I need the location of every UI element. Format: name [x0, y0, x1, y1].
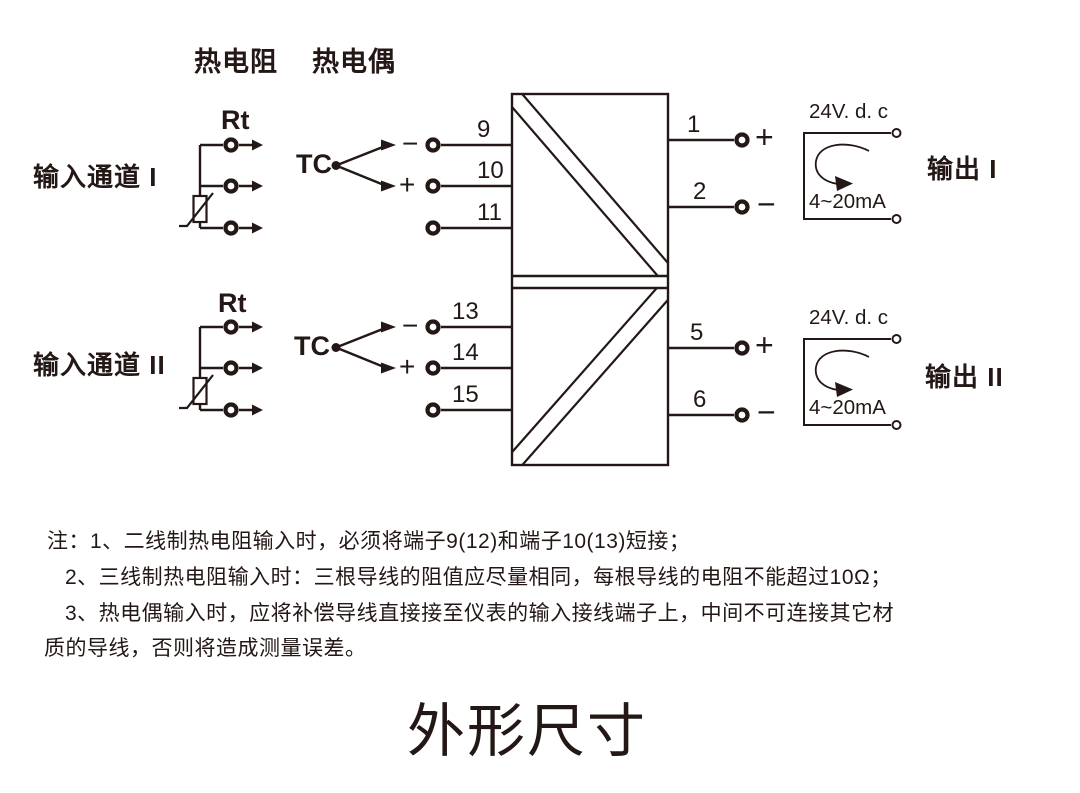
ch2-terminal-6: 6: [693, 386, 707, 413]
ch2-current-label: 4~20mA: [809, 396, 886, 419]
output-wires-ch2: [668, 340, 750, 423]
ch2-supply-label: 24V. d. c: [809, 306, 889, 329]
rtd-symbol-ch1: [179, 137, 263, 236]
ch1-rt-label: Rt: [221, 105, 250, 135]
tc-symbol-ch2: [331, 321, 396, 374]
ch2-tc-pos-sign: +: [399, 351, 416, 382]
isolator-box: [510, 92, 670, 467]
ch1-supply-label: 24V. d. c: [809, 100, 889, 123]
ch1-tc-neg-sign: −: [402, 128, 419, 159]
ch2-out-pos-sign: +: [755, 327, 774, 363]
ch2-rt-label: Rt: [218, 288, 247, 318]
current-direction-arrow-icon: [814, 143, 870, 185]
page-title: 外形尺寸: [406, 699, 647, 764]
rtd-header: 热电阻: [194, 47, 278, 77]
ch2-terminal-14: 14: [452, 339, 479, 366]
output-wires-ch1: [668, 132, 750, 215]
ch2-out-neg-sign: −: [757, 394, 776, 430]
note-line-1: 注：1、二线制热电阻输入时，必须将端子9(12)和端子10(13)短接；: [47, 530, 691, 553]
note-line-2: 2、三线制热电阻输入时：三根导线的阻值应尽量相同，每根导线的电阻不能超过10Ω；: [65, 566, 892, 589]
current-direction-arrow-icon: [814, 349, 870, 391]
ch1-terminal-9: 9: [477, 116, 491, 143]
ch1-tc-label: TC: [296, 149, 332, 179]
ch1-tc-pos-sign: +: [399, 169, 416, 200]
thermocouple-header: 热电偶: [312, 47, 396, 77]
ch1-terminal-10: 10: [477, 157, 504, 184]
ch1-terminal-11: 11: [477, 199, 502, 226]
input-terminals-ch2: [425, 319, 512, 418]
ch2-terminal-15: 15: [452, 381, 479, 408]
ch2-tc-label: TC: [294, 331, 330, 361]
ch1-out-neg-sign: −: [757, 186, 776, 222]
ch1-terminal-1: 1: [687, 111, 701, 138]
ch2-terminal-5: 5: [690, 319, 704, 346]
note-line-3: 3、热电偶输入时，应将补偿导线直接接至仪表的输入接线端子上，中间不可连接其它材: [65, 602, 895, 625]
note-line-4: 质的导线，否则将造成测量误差。: [44, 637, 367, 660]
tc-symbol-ch1: [331, 139, 396, 192]
ch1-input-label: 输入通道 I: [33, 162, 158, 192]
ch1-output-label: 输出 I: [927, 154, 998, 184]
ch2-tc-neg-sign: −: [402, 310, 419, 341]
load-symbol-ch1: [803, 128, 902, 224]
ch1-current-label: 4~20mA: [809, 190, 886, 213]
ch1-out-pos-sign: +: [755, 119, 774, 155]
rtd-symbol-ch2: [179, 319, 263, 418]
ch2-output-label: 输出 II: [925, 362, 1004, 392]
ch2-input-label: 输入通道 II: [33, 350, 166, 380]
ch1-terminal-2: 2: [693, 178, 707, 205]
ch2-terminal-13: 13: [452, 298, 479, 325]
load-symbol-ch2: [803, 334, 902, 430]
input-terminals-ch1: [425, 137, 512, 236]
